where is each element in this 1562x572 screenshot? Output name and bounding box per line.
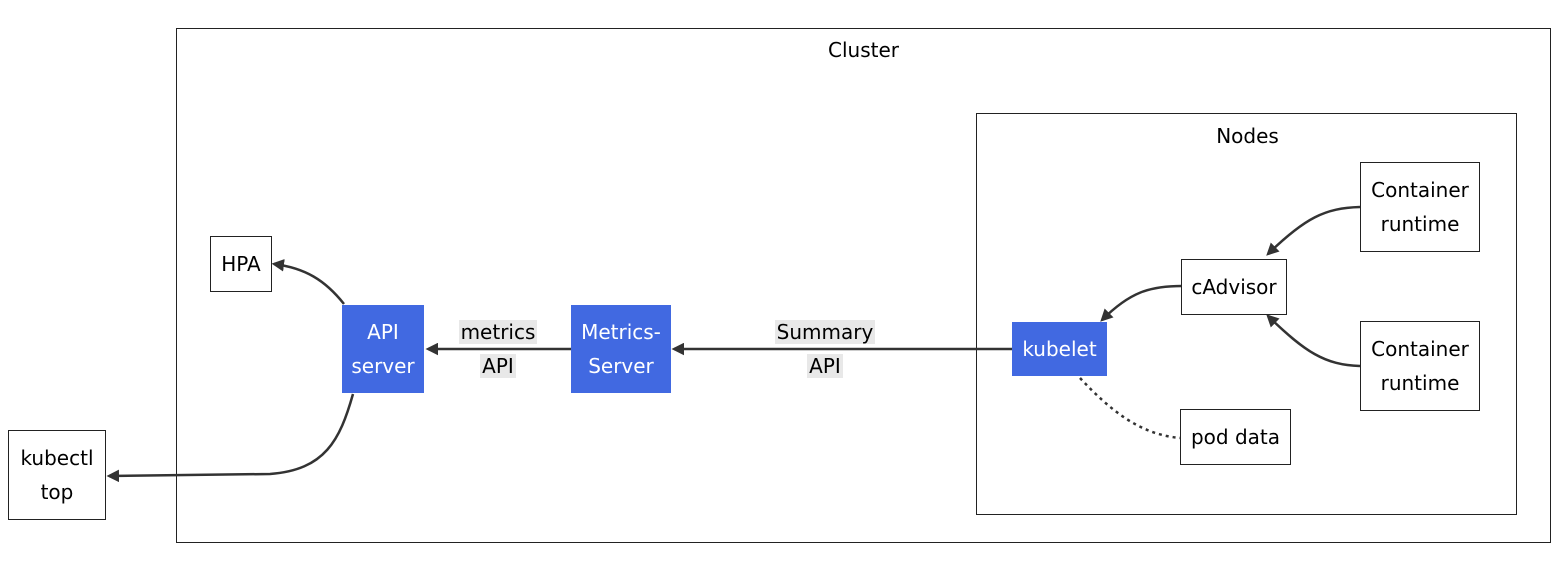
api-server-label: API server — [351, 320, 415, 378]
pod-data-label: pod data — [1190, 425, 1281, 449]
kubelet-node[interactable]: kubelet — [1012, 322, 1107, 376]
edge-runtime1-to-cadvisor — [1266, 205, 1361, 256]
container-runtime-node-1[interactable]: Container runtime — [1360, 162, 1480, 252]
nodes-title: Nodes — [1216, 124, 1279, 148]
metrics-api-label: metrics API — [458, 320, 538, 378]
metrics-server-label: Metrics- Server — [581, 320, 661, 378]
pod-data-node[interactable]: pod data — [1180, 409, 1291, 465]
edge-api-to-hpa — [271, 259, 345, 305]
cluster-group — [176, 28, 1551, 543]
hpa-label: HPA — [221, 252, 261, 276]
cadvisor-label: cAdvisor — [1191, 275, 1277, 299]
container-runtime-label-2: Container runtime — [1371, 337, 1469, 395]
kubectl-top-node[interactable]: kubectl top — [8, 430, 106, 520]
edge-cadvisor-to-kubelet — [1100, 284, 1183, 322]
edge-api-to-kubectl — [106, 393, 355, 483]
edge-kubelet-to-poddata — [1079, 377, 1182, 440]
container-runtime-node-2[interactable]: Container runtime — [1360, 321, 1480, 411]
kubelet-label: kubelet — [1022, 337, 1097, 361]
nodes-group — [976, 113, 1517, 515]
summary-api-label: Summary API — [774, 320, 876, 378]
metrics-server-node[interactable]: Metrics- Server — [571, 305, 671, 393]
container-runtime-label-1: Container runtime — [1371, 178, 1469, 236]
api-server-node[interactable]: API server — [342, 305, 424, 393]
hpa-node[interactable]: HPA — [210, 236, 272, 292]
edge-runtime2-to-cadvisor — [1266, 314, 1361, 368]
cadvisor-node[interactable]: cAdvisor — [1181, 259, 1287, 315]
cluster-title: Cluster — [828, 38, 899, 62]
kubectl-top-label: kubectl top — [20, 446, 94, 504]
